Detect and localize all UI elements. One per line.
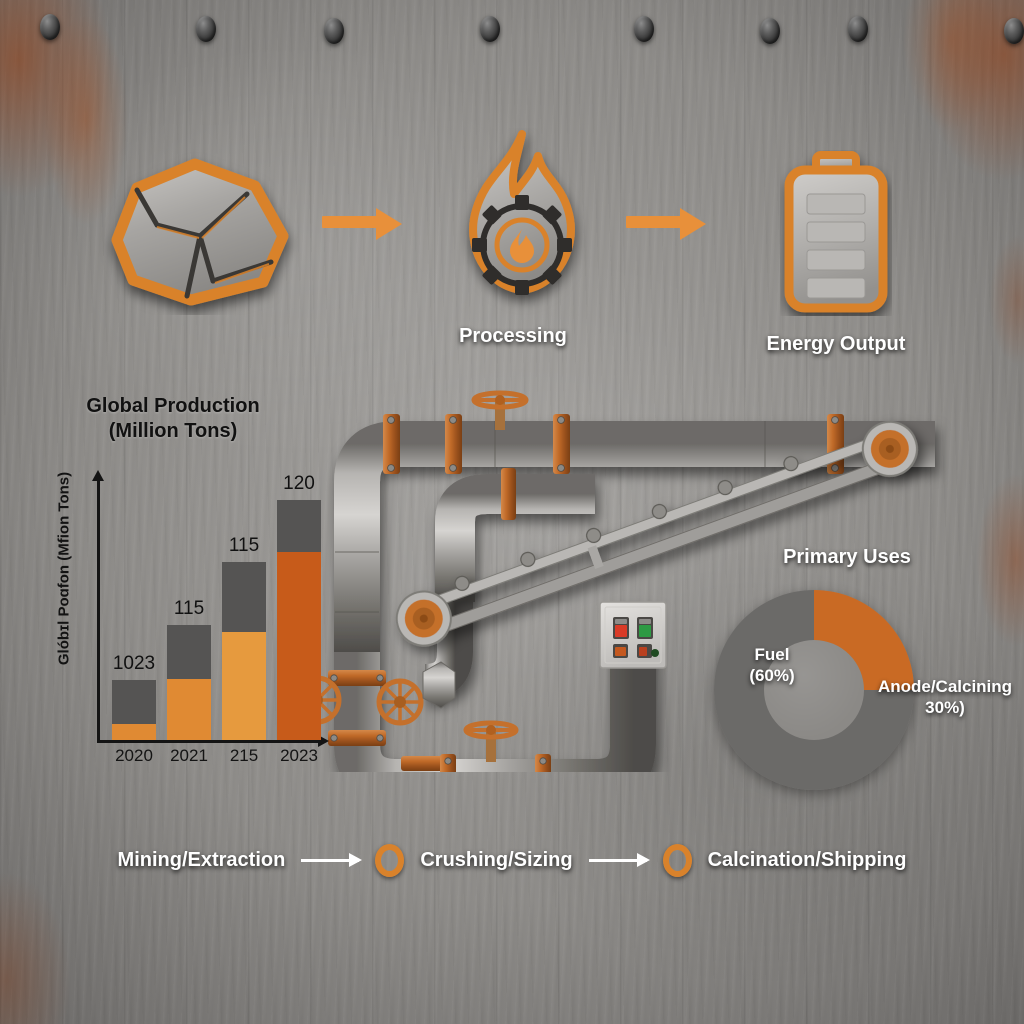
rivet-icon <box>634 16 654 42</box>
x-tick-2021: 2021 <box>170 746 208 765</box>
y-axis-label: Glóbɪl Poɑfon (Mfion Tons) <box>55 471 73 666</box>
bar-segment-gray <box>167 625 211 679</box>
rivet-icon <box>324 18 344 44</box>
rivet-icon <box>480 16 500 42</box>
bar-2020: 1023 <box>112 653 156 740</box>
flow-step-crushing: Crushing/Sizing <box>420 848 573 871</box>
bar-segment-orange <box>277 552 321 740</box>
arrow-right-icon <box>588 852 650 867</box>
bar-2023: 120 <box>277 473 321 740</box>
control-panel[interactable] <box>598 600 668 670</box>
bar-segment-gray <box>277 500 321 552</box>
arrow-right-icon <box>626 208 706 240</box>
arrow-right-icon <box>301 852 363 867</box>
donut-slice-name-anode: Anode/Calcining <box>877 677 1013 696</box>
ore-rock-icon <box>95 150 300 315</box>
flow-step-calcination: Calcination/Shipping <box>707 848 907 871</box>
bar-value-label: 115 <box>173 598 205 619</box>
bar-value-label: 115 <box>228 535 260 556</box>
bar-2022: 115 <box>222 535 266 740</box>
stage-label-processing: Processing <box>459 325 567 347</box>
bar-segment-orange <box>167 679 211 740</box>
circle-ring-icon <box>375 843 405 877</box>
bar-value-label: 1023 <box>112 653 156 674</box>
donut-slice-label-fuel: Fuel (60%) <box>734 644 810 686</box>
flow-step-mining: Mining/Extraction <box>117 848 286 871</box>
donut-chart: Primary Uses Fuel (60%) Anode/Calcining … <box>700 540 1020 810</box>
arrow-right-icon <box>322 208 402 240</box>
rivet-icon <box>40 14 60 40</box>
circle-ring-icon <box>662 843 692 877</box>
rivet-icon <box>848 16 868 42</box>
chart-title-line2: (Million Tons) <box>108 420 238 442</box>
flame-gear-icon <box>452 128 592 316</box>
donut-chart-title: Primary Uses <box>783 546 911 568</box>
x-tick-2022: 215 <box>229 746 259 765</box>
bar-value-label: 120 <box>283 473 315 494</box>
chart-title: Global Production <box>86 395 260 417</box>
x-tick-2020: 2020 <box>115 746 153 765</box>
donut-slice-value-anode: 30%) <box>925 698 965 717</box>
process-flow-bar: Mining/Extraction Crushing/Sizing Calcin… <box>0 843 1024 877</box>
donut-slice-value-fuel: (60%) <box>749 666 795 685</box>
x-tick-2023: 2023 <box>280 746 318 765</box>
bar-segment-gray <box>222 562 266 632</box>
stage-label-energy-output: Energy Output <box>766 333 906 355</box>
bar-2021: 115 <box>167 598 211 740</box>
rivet-icon <box>196 16 216 42</box>
donut-slice-name-fuel: Fuel <box>754 645 790 664</box>
conveyor-belt <box>395 420 918 647</box>
bar-segment-orange <box>112 724 156 740</box>
donut-slice-label-anode: Anode/Calcining 30%) <box>860 676 1024 718</box>
bar-segment-gray <box>112 680 156 724</box>
industrial-pipe-system <box>295 352 1015 772</box>
battery-icon <box>780 150 892 316</box>
x-axis <box>97 735 329 746</box>
y-axis <box>92 470 103 742</box>
rivet-icon <box>760 18 780 44</box>
rivet-icon <box>1004 18 1024 44</box>
bar-chart: Global Production (Million Tons) Glóbɪl … <box>28 392 329 782</box>
donut-center-hole <box>764 640 864 740</box>
bar-segment-orange <box>222 632 266 740</box>
